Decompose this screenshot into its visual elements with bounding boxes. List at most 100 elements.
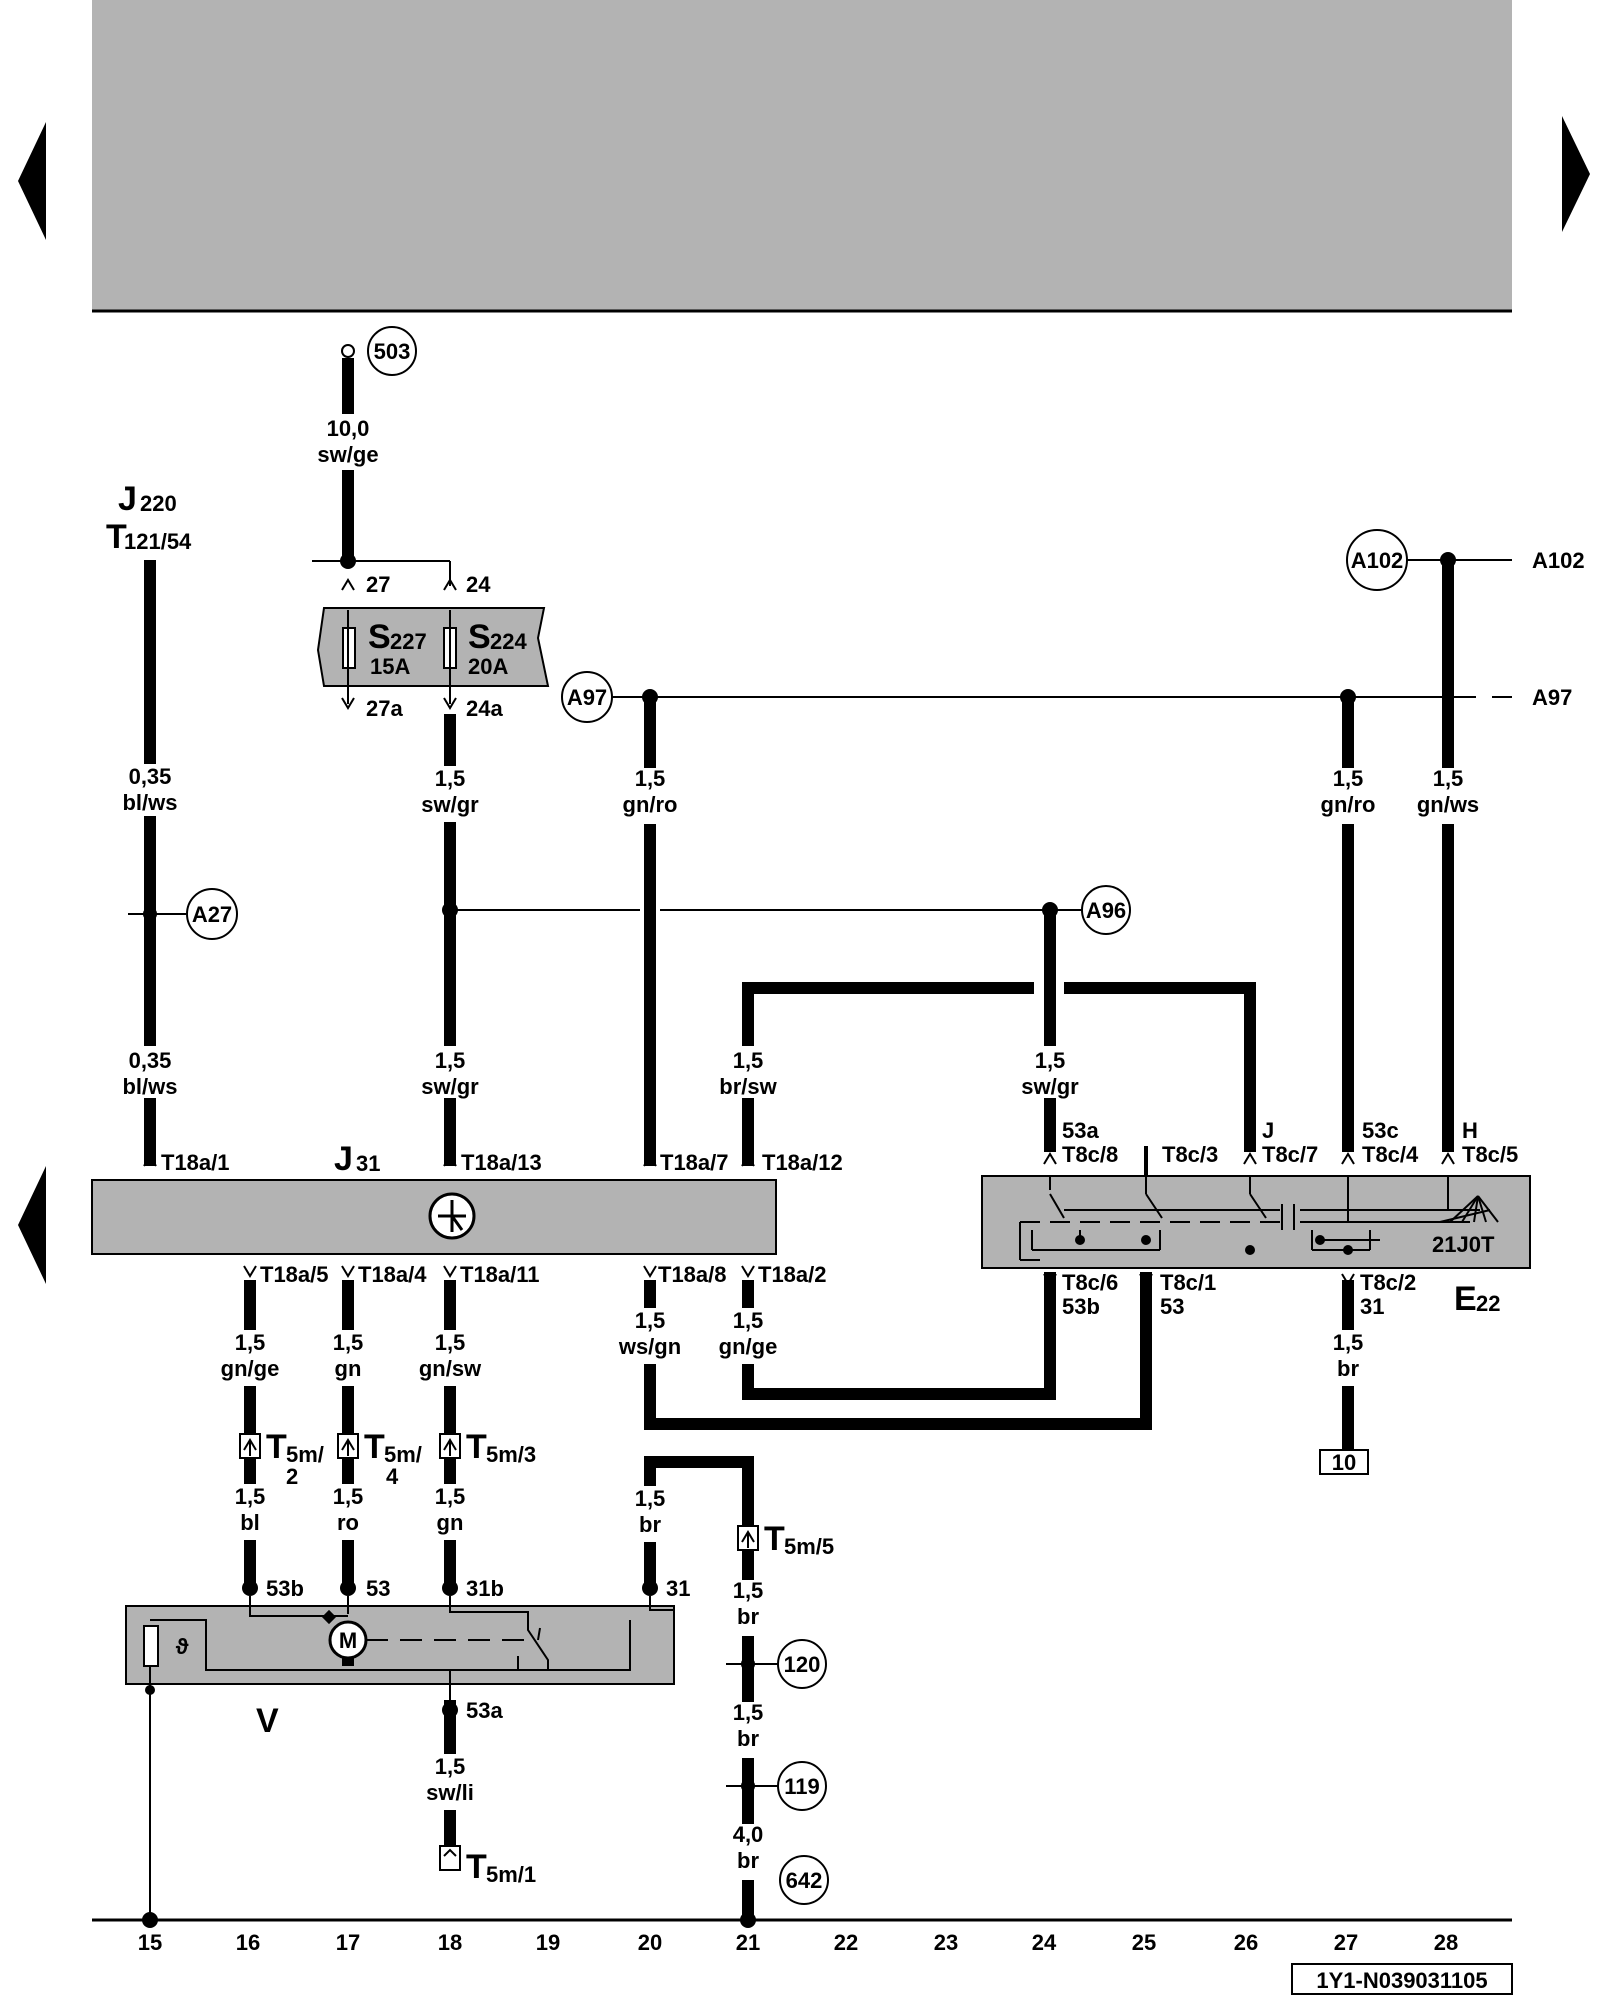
ref-642[interactable] <box>779 1855 829 1905</box>
wire-label-color: br <box>737 1726 759 1751</box>
svg-text:5m/: 5m/ <box>384 1442 422 1467</box>
connector-t5m-4: T 5m/ 4 <box>337 1428 422 1489</box>
pin-v-53: 53 <box>366 1576 390 1601</box>
svg-text:5m/: 5m/ <box>286 1442 324 1467</box>
wire-label-size: 4,0 <box>733 1822 764 1847</box>
wire-label-size: 1,5 <box>1035 1048 1066 1073</box>
wire-label-color: gn/sw <box>419 1356 482 1381</box>
j220-label: J 220 T 121/54 <box>106 480 192 556</box>
pin-t18a-7: T18a/7 <box>660 1150 729 1175</box>
svg-text:22: 22 <box>1476 1291 1500 1316</box>
grid-number: 15 <box>138 1930 162 1955</box>
wire-label-size: 1,5 <box>1333 766 1364 791</box>
wire-gn-ge <box>742 1272 1056 1400</box>
svg-text:53a: 53a <box>1062 1118 1099 1143</box>
ref-120[interactable] <box>777 1639 827 1689</box>
svg-text:T8c/6: T8c/6 <box>1062 1270 1118 1295</box>
svg-text:T: T <box>466 1428 487 1466</box>
svg-text:T8c/5: T8c/5 <box>1462 1142 1518 1167</box>
wire-label-size: 1,5 <box>733 1308 764 1333</box>
connector-t5m-2: T 5m/ 2 <box>239 1428 324 1489</box>
ref-a96[interactable] <box>1081 885 1131 935</box>
wire-label-size: 1,5 <box>235 1330 266 1355</box>
svg-text:T: T <box>466 1848 487 1886</box>
grid-number: 27 <box>1334 1930 1358 1955</box>
svg-text:15A: 15A <box>370 654 410 679</box>
svg-text:642: 642 <box>786 1868 823 1893</box>
wire-label-size: 1,5 <box>635 1486 666 1511</box>
pin-24a: 24a <box>466 696 503 721</box>
prev-page-arrow-icon[interactable] <box>18 122 46 240</box>
svg-text:A102: A102 <box>1351 548 1404 573</box>
svg-text:T: T <box>266 1428 287 1466</box>
svg-text:T8c/1: T8c/1 <box>1160 1270 1216 1295</box>
pin-v-31: 31 <box>666 1576 690 1601</box>
wire-label-size: 1,5 <box>333 1484 364 1509</box>
ref-a27[interactable] <box>186 888 238 940</box>
svg-text:5m/5: 5m/5 <box>784 1534 834 1559</box>
e22-lower-pins: T8c/6 53b T8c/1 53 T8c/2 31 <box>1043 1270 1416 1319</box>
wire-label-size: 10,0 <box>327 416 370 441</box>
v-wiper-motor <box>125 1605 675 1685</box>
pin-t18a-12: T18a/12 <box>762 1150 843 1175</box>
wire-label-size: 1,5 <box>435 1330 466 1355</box>
grid-number: 21 <box>736 1930 760 1955</box>
e22-code: 21J0T <box>1432 1232 1495 1257</box>
svg-text:20A: 20A <box>468 654 508 679</box>
wire-label-color: gn <box>437 1510 464 1535</box>
svg-text:T: T <box>764 1520 785 1558</box>
wire-label-color: bl <box>240 1510 260 1535</box>
doc-id-box <box>1291 1963 1513 1995</box>
grid-number: 28 <box>1434 1930 1458 1955</box>
wire-label-size: 0,35 <box>129 764 172 789</box>
svg-text:2: 2 <box>286 1464 298 1489</box>
svg-text:A97: A97 <box>567 685 607 710</box>
svg-text:31: 31 <box>1360 1294 1384 1319</box>
prev-section-arrow-icon[interactable] <box>18 1166 46 1284</box>
svg-text:T8c/4: T8c/4 <box>1362 1142 1419 1167</box>
wire-label-size: 1,5 <box>733 1700 764 1725</box>
ref-119[interactable] <box>777 1761 827 1811</box>
pin-24: 24 <box>466 572 491 597</box>
pin-t18a-5: T18a/5 <box>260 1262 329 1287</box>
wire-label-color: br/sw <box>719 1074 777 1099</box>
pin-t18a-4: T18a/4 <box>358 1262 427 1287</box>
next-page-arrow-icon[interactable] <box>1562 116 1590 232</box>
ref-503[interactable] <box>367 326 417 376</box>
svg-text:31: 31 <box>356 1151 380 1176</box>
svg-text:53c: 53c <box>1362 1118 1399 1143</box>
pin-27a: 27a <box>366 696 403 721</box>
svg-text:121/54: 121/54 <box>124 529 192 554</box>
grid-number: 18 <box>438 1930 462 1955</box>
wire-label-color: sw/gr <box>421 1074 479 1099</box>
pin-t18a-8: T18a/8 <box>658 1262 727 1287</box>
wire-label-size: 1,5 <box>435 1754 466 1779</box>
pin-t18a-11: T18a/11 <box>460 1262 540 1287</box>
wire-label-color: br <box>737 1604 759 1629</box>
wire-label-size: 1,5 <box>333 1330 364 1355</box>
svg-text:T8c/7: T8c/7 <box>1262 1142 1318 1167</box>
svg-text:503: 503 <box>374 339 411 364</box>
grid-number: 17 <box>336 1930 360 1955</box>
wire-label-color: br <box>737 1848 759 1873</box>
fuse-holder: S 227 15A S 224 20A <box>316 607 550 687</box>
wire-label-color: sw/li <box>426 1780 474 1805</box>
svg-text:120: 120 <box>784 1652 821 1677</box>
ref-a97-edge: A97 <box>1532 685 1572 710</box>
pin-t18a-2: T18a/2 <box>758 1262 827 1287</box>
grid-number: 25 <box>1132 1930 1156 1955</box>
grid-number: 26 <box>1234 1930 1258 1955</box>
svg-text:T8c/8: T8c/8 <box>1062 1142 1118 1167</box>
fuse-s224-label: S <box>468 618 491 656</box>
e22-label: E <box>1454 1280 1477 1318</box>
e22-switch-contacts-icon <box>1019 1176 1499 1261</box>
ref-10[interactable] <box>1319 1449 1369 1475</box>
wire-label-color: gn/ro <box>623 792 678 817</box>
svg-text:224: 224 <box>490 629 527 654</box>
wire-label-color: br <box>639 1512 661 1537</box>
grid-number: 19 <box>536 1930 560 1955</box>
wire-label-size: 1,5 <box>733 1048 764 1073</box>
pin-v-53b: 53b <box>266 1576 304 1601</box>
svg-text:T8c/2: T8c/2 <box>1360 1270 1416 1295</box>
svg-text:227: 227 <box>390 629 427 654</box>
